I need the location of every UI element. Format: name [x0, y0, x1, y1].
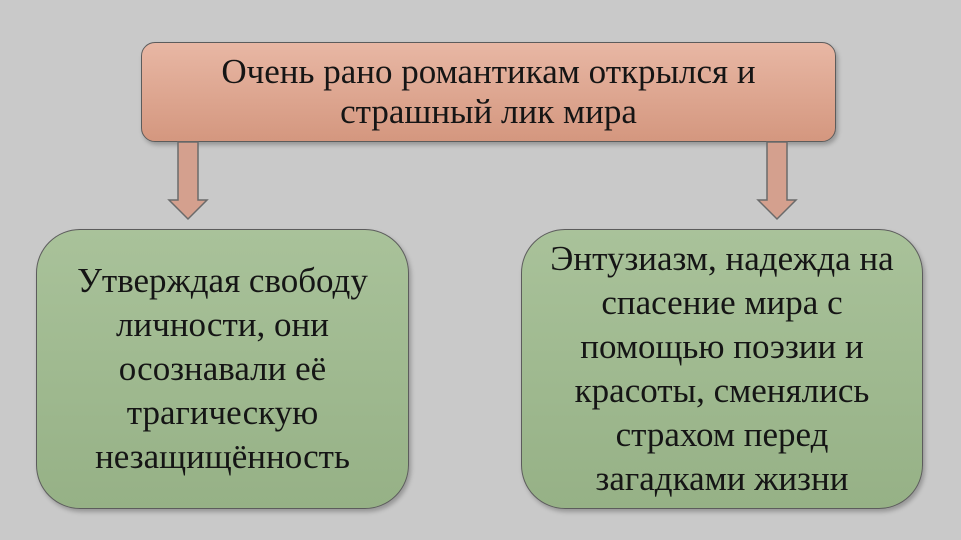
left-down-arrow	[167, 141, 209, 221]
top-box-text: Очень рано романтикам открылся и страшны…	[221, 52, 756, 131]
left-box: Утверждая свободу личности, они осознава…	[36, 229, 409, 509]
right-box: Энтузиазм, надежда на спасение мира с по…	[521, 229, 923, 509]
top-box: Очень рано романтикам открылся и страшны…	[141, 42, 836, 142]
right-down-arrow	[756, 141, 798, 221]
left-box-text: Утверждая свободу личности, они осознава…	[77, 261, 368, 476]
right-box-text: Энтузиазм, надежда на спасение мира с по…	[550, 239, 894, 498]
